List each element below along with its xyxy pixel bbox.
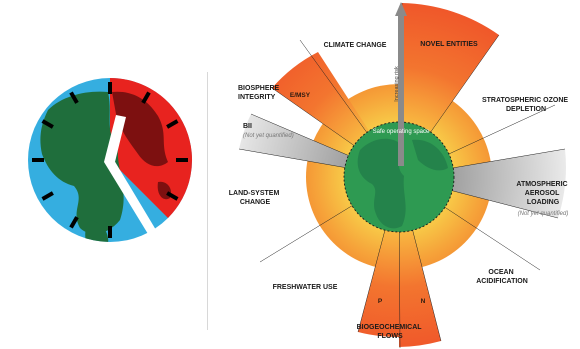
- label-bii: BII: [243, 123, 252, 130]
- divider: [207, 72, 208, 330]
- safe-globe-land: [357, 138, 406, 229]
- label-land-system-change: LAND-SYSTEM CHANGE: [229, 190, 282, 206]
- earth-clock-icon: [28, 77, 193, 242]
- label-atmospheric-aerosol: ATMOSPHERIC AEROSOL LOADING: [516, 181, 569, 206]
- clock-hour-hand: [104, 115, 126, 166]
- increasing-risk-label: Increasing risk: [394, 66, 400, 102]
- safe-globe-land-east: [412, 139, 448, 171]
- wedge-label-p: P: [378, 298, 383, 305]
- safe-space-label: Safe operating space: [373, 129, 430, 135]
- increasing-risk-arrow: [395, 2, 407, 166]
- clock-hands: [104, 115, 156, 234]
- clock-minute-hand: [104, 160, 156, 234]
- clock-hour-marks: [32, 82, 188, 238]
- label-novel-entities: NOVEL ENTITIES: [420, 41, 478, 48]
- label-climate-change: CLIMATE CHANGE: [324, 42, 387, 49]
- globe-land-green: [40, 91, 124, 234]
- label-freshwater-use: FRESHWATER USE: [273, 284, 338, 291]
- label-biogeochemical-flows: BIOGEOCHEMICAL FLOWS: [357, 324, 424, 340]
- globe-land-darkred: [112, 91, 168, 167]
- wedge-label-n: N: [421, 298, 426, 305]
- label-bii-note: (Not yet quantified): [243, 133, 294, 139]
- wedge-label-emsy: E/MSY: [290, 92, 311, 99]
- label-stratospheric-ozone: STRATOSPHERIC OZONE DEPLETION: [482, 97, 570, 113]
- wedge-aerosol-grey: [399, 149, 566, 218]
- label-ocean-acidification: OCEAN ACIDIFICATION: [476, 269, 528, 285]
- label-atmospheric-aerosol-note: (Not yet quantified): [518, 211, 569, 217]
- label-biosphere-integrity: BIOSPHERE INTEGRITY: [238, 85, 281, 101]
- safe-space-boundary: [343, 121, 455, 233]
